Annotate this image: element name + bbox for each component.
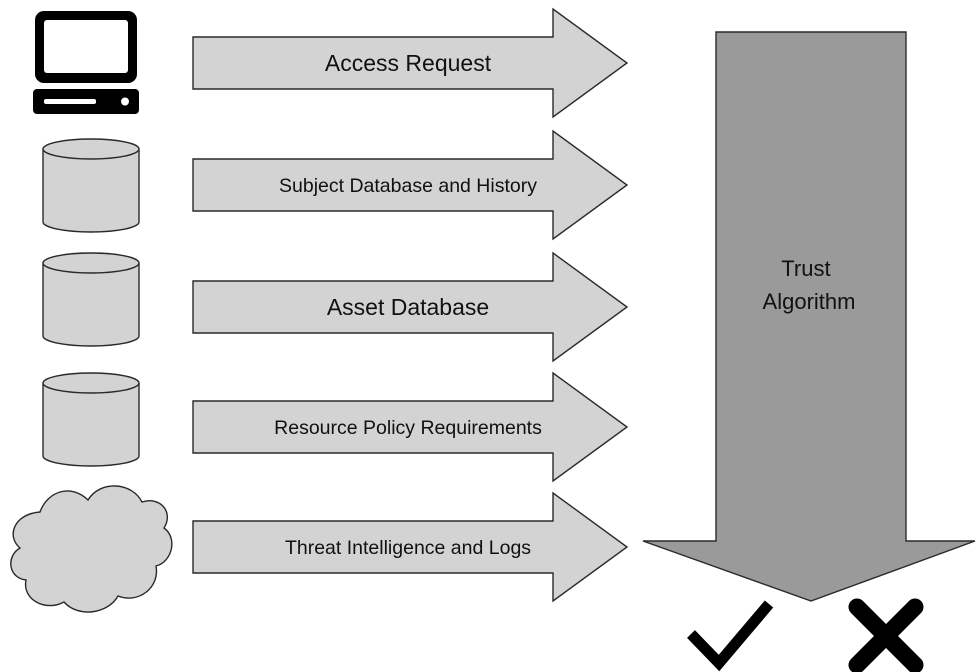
input-arrow-threat-intelligence: Threat Intelligence and Logs — [192, 491, 629, 603]
checkmark-icon — [687, 600, 774, 672]
cross-icon — [848, 598, 924, 672]
cloud-icon — [10, 485, 173, 613]
computer-icon — [33, 11, 139, 114]
arrow-label-threat-intelligence: Threat Intelligence and Logs — [285, 537, 531, 559]
input-arrow-access-request: Access Request — [192, 7, 629, 119]
input-arrow-asset-database: Asset Database — [192, 251, 629, 363]
trust-algorithm-label-line2: Algorithm — [763, 289, 856, 314]
input-arrow-subject-database: Subject Database and History — [192, 129, 629, 241]
database-icon — [42, 138, 140, 233]
arrow-label-asset-database: Asset Database — [327, 294, 489, 320]
trust-algorithm-label: Trust Algorithm — [763, 256, 856, 314]
arrow-label-subject-database: Subject Database and History — [279, 175, 537, 197]
input-arrow-resource-policy: Resource Policy Requirements — [192, 371, 629, 483]
arrow-label-access-request: Access Request — [325, 50, 492, 76]
trust-algorithm-arrow: Trust Algorithm — [642, 31, 976, 602]
trust-algorithm-label-line1: Trust — [781, 256, 830, 281]
database-icon — [42, 372, 140, 467]
arrow-label-resource-policy: Resource Policy Requirements — [274, 417, 542, 439]
database-icon — [42, 252, 140, 347]
